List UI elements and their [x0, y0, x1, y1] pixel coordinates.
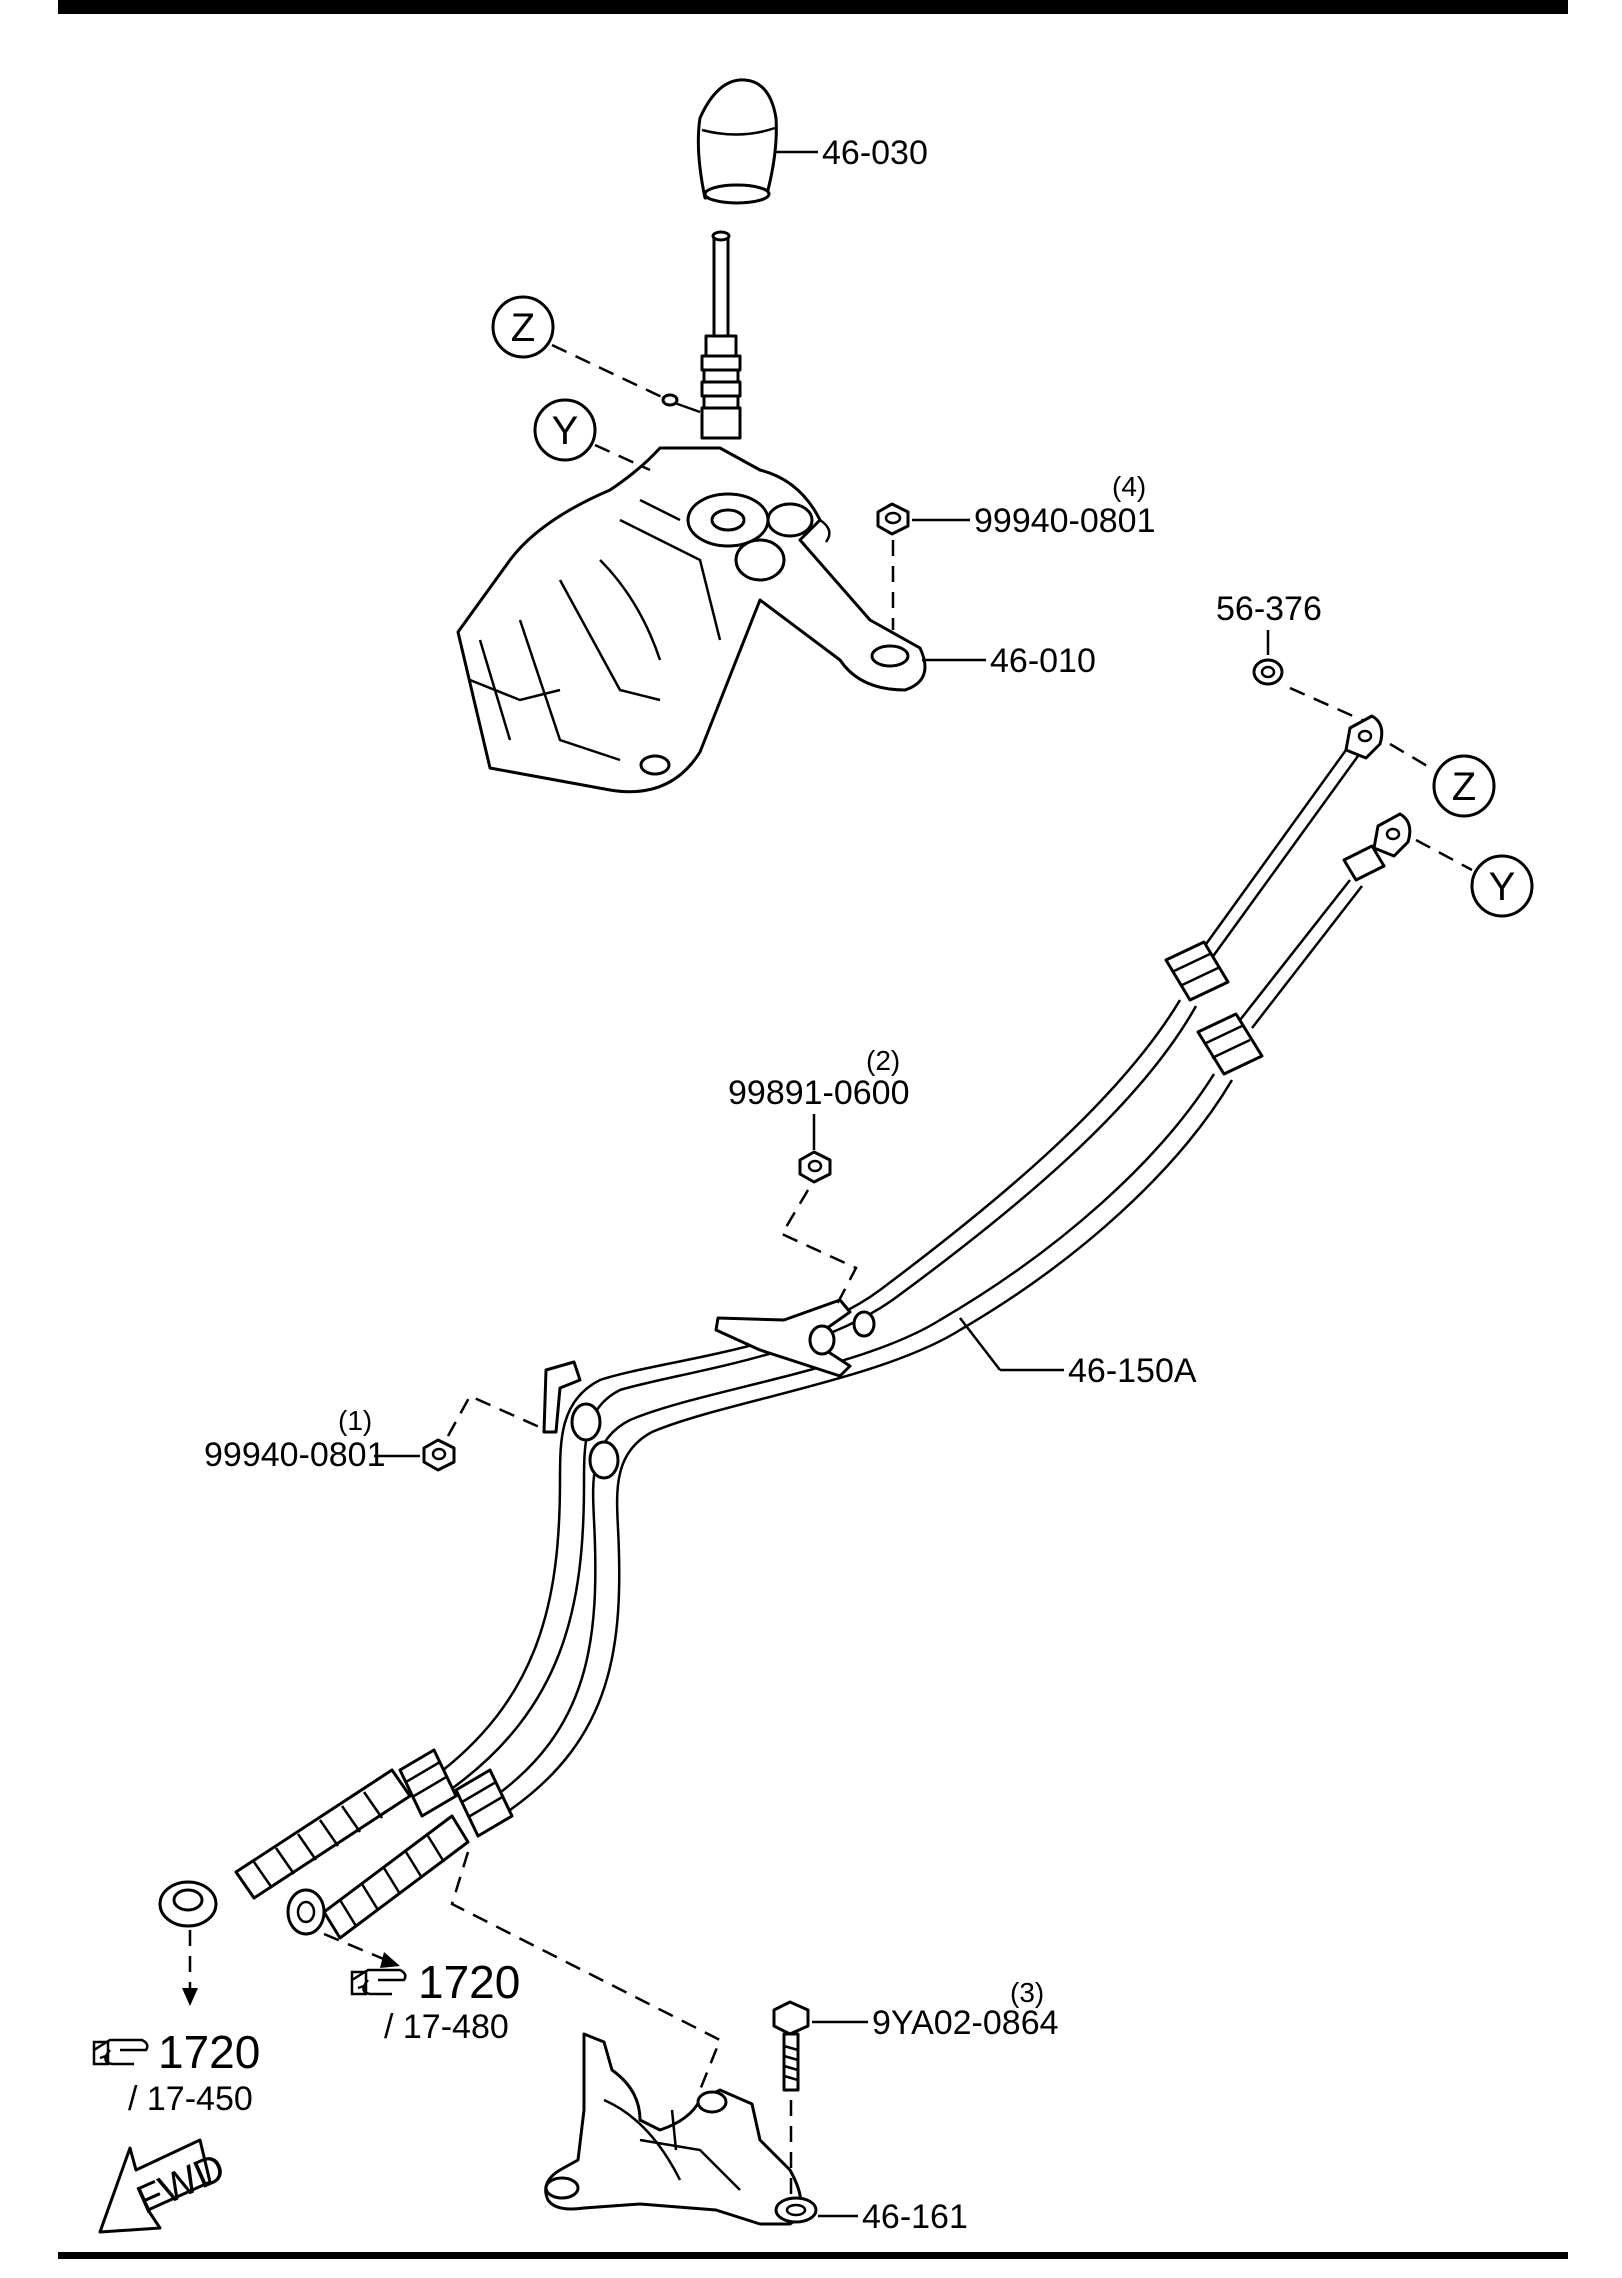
svg-text:Y: Y: [1489, 865, 1516, 909]
callout-y-top: Y: [533, 398, 651, 472]
qty-nut-mid: (2): [866, 1045, 900, 1076]
label-46-030: 46-030: [822, 134, 928, 172]
ref-sub-17-480: / 17-480: [384, 2008, 509, 2046]
pointing-hand-icon: [92, 2038, 149, 2066]
ref-code-1720-b: 1720: [158, 2026, 260, 2078]
label-99940-0801-left: 99940-0801: [204, 1436, 386, 1474]
label-46-161: 46-161: [862, 2198, 968, 2236]
washer-56-376: 56-376: [1216, 590, 1381, 730]
qty-nut-left: (1): [338, 1405, 372, 1436]
bracket-46-161: 46-161: [450, 1851, 968, 2236]
pointing-hand-icon: [350, 1968, 407, 1996]
cable-end-z: Z: [1194, 714, 1496, 967]
shift-knob: 46-030: [696, 78, 928, 205]
shift-cable-46-150A: 46-150A: [158, 940, 1264, 1940]
qty-bolt: (3): [1010, 1977, 1044, 2008]
bottom-border: [58, 2252, 1568, 2259]
label-56-376: 56-376: [1216, 590, 1322, 628]
reference-17-450: 1720 / 17-450: [92, 1930, 260, 2118]
nut-99940-0801-top: (4) 99940-0801: [876, 471, 1156, 630]
svg-text:Z: Z: [511, 306, 535, 350]
qty-nut-top: (4): [1112, 471, 1146, 502]
reference-17-480: 1720 / 17-480: [323, 1932, 520, 2046]
label-99940-0801-top: 99940-0801: [974, 502, 1156, 540]
ref-sub-17-450: / 17-450: [128, 2080, 253, 2118]
nut-99940-0801-left: (1) 99940-0801: [204, 1394, 547, 1474]
bolt-9YA02-0864: (3) 9YA02-0864: [772, 1977, 1059, 2196]
ref-code-1720-a: 1720: [418, 1956, 520, 2008]
label-99891-0600: 99891-0600: [728, 1074, 910, 1112]
shift-lever-rod: [700, 230, 742, 440]
svg-text:Y: Y: [552, 409, 579, 453]
callout-z-top: Z: [491, 295, 665, 400]
label-9YA02-0864: 9YA02-0864: [872, 2004, 1059, 2042]
nut-99891-0600: (2) 99891-0600: [728, 1045, 910, 1311]
label-46-010: 46-010: [990, 642, 1096, 680]
top-border: [58, 0, 1568, 14]
svg-text:Z: Z: [1452, 765, 1476, 809]
cable-end-y: Y: [1239, 812, 1534, 1029]
fwd-arrow-icon: FWD: [98, 2138, 231, 2234]
shifter-assembly: 46-010: [456, 393, 1096, 794]
label-46-150A: 46-150A: [1068, 1352, 1197, 1390]
